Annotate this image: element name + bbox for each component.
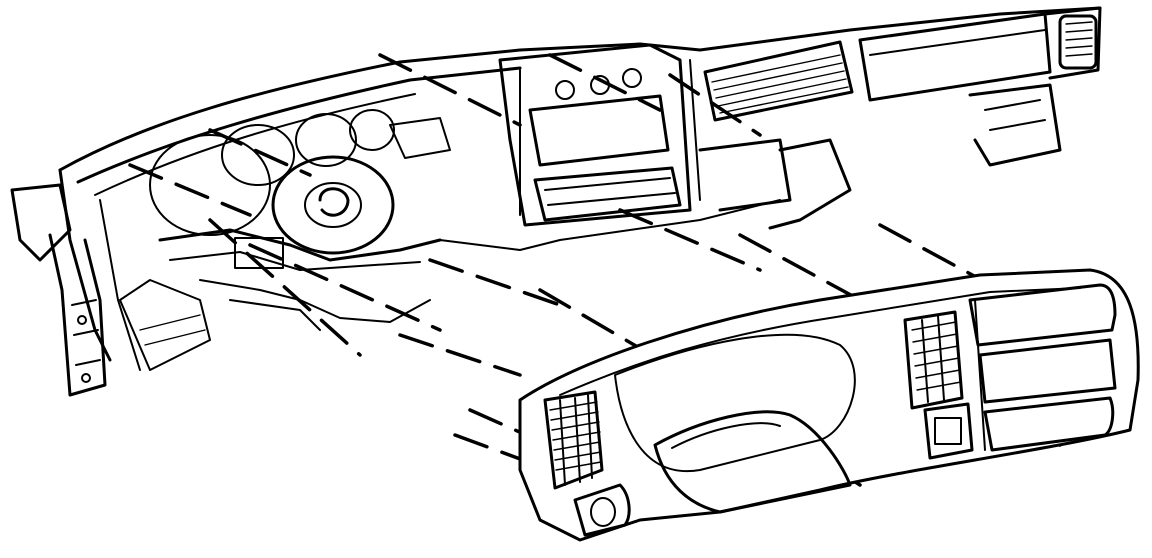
instrument-panel-bezel bbox=[518, 268, 1140, 542]
